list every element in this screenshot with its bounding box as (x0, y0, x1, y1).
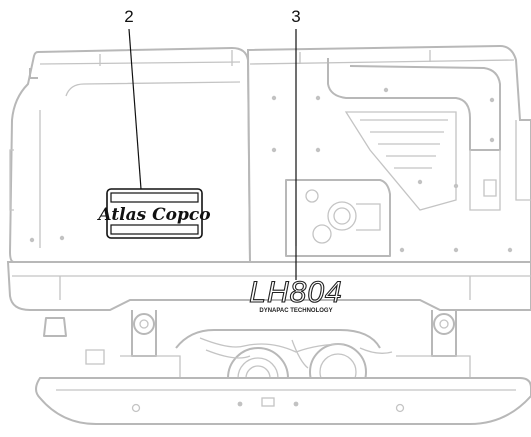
callout-number: 2 (124, 7, 133, 26)
brand-decal-text: Atlas Copco (96, 205, 210, 225)
model-decal: LH804 DYNAPAC TECHNOLOGY (249, 275, 343, 314)
callout-number: 3 (291, 7, 300, 26)
callout-2: 2 (124, 7, 142, 190)
callout-3: 3 (291, 7, 301, 280)
callout-leader-line (128, 28, 142, 190)
bottom-plate (35, 377, 531, 425)
model-decal-text: LH804 (249, 276, 342, 309)
base-frame (6, 261, 531, 365)
engine-hood (8, 44, 531, 263)
brand-decal: Atlas Copco (96, 188, 211, 239)
model-decal-subtitle: DYNAPAC TECHNOLOGY (259, 308, 332, 314)
